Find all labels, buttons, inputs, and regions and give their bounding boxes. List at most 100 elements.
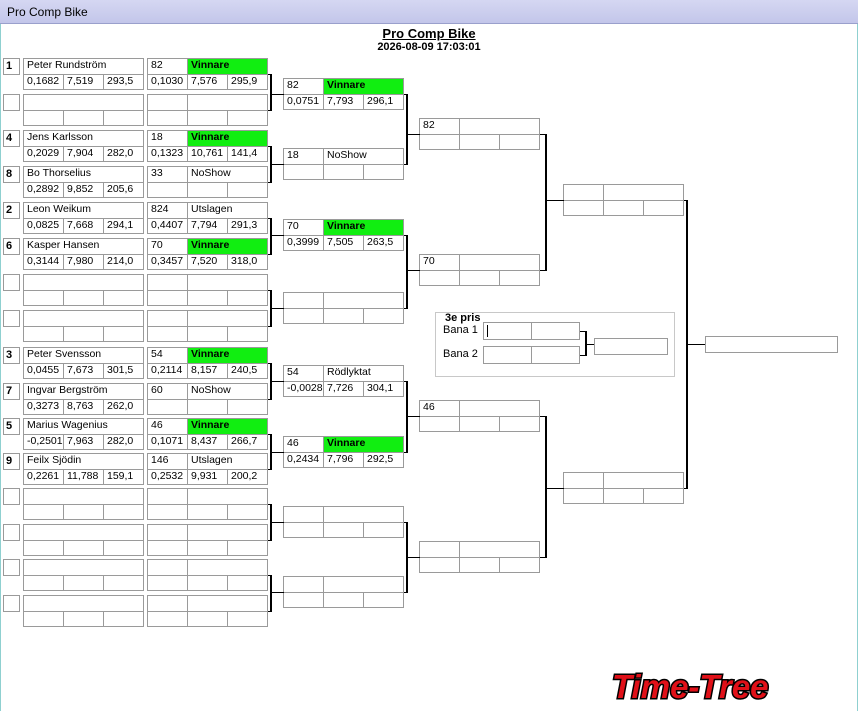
- race-status: [323, 506, 404, 523]
- elapsed-time: [187, 182, 228, 198]
- connector: [268, 74, 271, 75]
- racer-name: [23, 274, 144, 291]
- entry-number: 70: [283, 219, 324, 236]
- seed-box[interactable]: 6: [3, 238, 20, 255]
- reaction-time: 0,1030: [147, 74, 188, 90]
- third-place-result: [594, 338, 668, 355]
- entry-number: [283, 506, 324, 523]
- reaction-time: 0,0751: [283, 94, 324, 110]
- elapsed-time: 7,673: [63, 363, 104, 379]
- connector: [271, 452, 284, 453]
- speed: [227, 575, 268, 591]
- speed: [227, 504, 268, 520]
- elapsed-time: [187, 575, 228, 591]
- race-status: [187, 94, 268, 111]
- seed-box[interactable]: 1: [3, 58, 20, 75]
- seed-box[interactable]: [3, 559, 20, 576]
- reaction-time: [283, 592, 324, 608]
- entry-number: 46: [147, 418, 188, 435]
- elapsed-time: [63, 611, 104, 627]
- elapsed-time: [187, 504, 228, 520]
- empty-cell: [563, 200, 604, 216]
- race-status: Vinnare: [187, 58, 268, 75]
- seed-box[interactable]: 4: [3, 130, 20, 147]
- seed-box[interactable]: 8: [3, 166, 20, 183]
- race-status: Vinnare: [323, 219, 404, 236]
- speed: [103, 611, 144, 627]
- elapsed-time: [187, 399, 228, 415]
- speed: 159,1: [103, 469, 144, 485]
- elapsed-time: 10,761: [187, 146, 228, 162]
- elapsed-time: 7,576: [187, 74, 228, 90]
- seed-box[interactable]: 7: [3, 383, 20, 400]
- speed: [103, 326, 144, 342]
- seed-box[interactable]: [3, 310, 20, 327]
- elapsed-time: 7,505: [323, 235, 364, 251]
- reaction-time: [147, 326, 188, 342]
- elapsed-time: [187, 110, 228, 126]
- race-status: [323, 292, 404, 309]
- reaction-time: [147, 110, 188, 126]
- race-status: [459, 541, 540, 558]
- connector: [540, 134, 546, 135]
- empty-cell: [419, 557, 460, 573]
- connector: [268, 182, 271, 183]
- reaction-time: 0,3144: [23, 254, 64, 270]
- elapsed-time: 9,852: [63, 182, 104, 198]
- elapsed-time: [63, 504, 104, 520]
- reaction-time: 0,2114: [147, 363, 188, 379]
- racer-name: Jens Karlsson: [23, 130, 144, 147]
- entry-number: [147, 488, 188, 505]
- elapsed-time: [323, 308, 364, 324]
- connector: [406, 94, 408, 165]
- seed-box[interactable]: [3, 274, 20, 291]
- elapsed-time: [187, 326, 228, 342]
- elapsed-time: 7,980: [63, 254, 104, 270]
- reaction-time: 0,1071: [147, 434, 188, 450]
- seed-box[interactable]: [3, 595, 20, 612]
- entry-number: 82: [283, 78, 324, 95]
- seed-box[interactable]: [3, 524, 20, 541]
- empty-cell: [563, 488, 604, 504]
- entry-number: [147, 559, 188, 576]
- semi-status: [603, 472, 684, 489]
- third-lane2-status: [531, 346, 580, 364]
- entry-number: [419, 541, 460, 558]
- seed-box[interactable]: 3: [3, 347, 20, 364]
- speed: [227, 326, 268, 342]
- third-lane2-input[interactable]: [483, 346, 532, 364]
- race-status: [187, 559, 268, 576]
- race-status: [459, 118, 540, 135]
- race-status: [459, 400, 540, 417]
- speed: 263,5: [363, 235, 404, 251]
- connector: [268, 326, 271, 327]
- connector: [540, 557, 546, 558]
- speed: 200,2: [227, 469, 268, 485]
- empty-cell: [459, 270, 500, 286]
- seed-box[interactable]: [3, 488, 20, 505]
- empty-cell: [419, 134, 460, 150]
- third-lane1-input[interactable]: [483, 322, 532, 340]
- connector: [546, 488, 564, 489]
- connector: [545, 416, 547, 558]
- connector: [268, 218, 271, 219]
- window-titlebar[interactable]: Pro Comp Bike: [0, 0, 858, 24]
- connector: [407, 270, 420, 271]
- final-winner: [705, 336, 838, 353]
- racer-name: Feilx Sjödin: [23, 453, 144, 470]
- race-status: Vinnare: [187, 418, 268, 435]
- empty-cell: [459, 134, 500, 150]
- seed-box[interactable]: 2: [3, 202, 20, 219]
- speed: [227, 290, 268, 306]
- racer-name: Peter Rundström: [23, 58, 144, 75]
- speed: [103, 110, 144, 126]
- connector: [268, 399, 271, 400]
- speed: [363, 308, 404, 324]
- seed-box[interactable]: 9: [3, 453, 20, 470]
- elapsed-time: 8,157: [187, 363, 228, 379]
- seed-box[interactable]: [3, 94, 20, 111]
- race-status: [323, 576, 404, 593]
- elapsed-time: [187, 290, 228, 306]
- seed-box[interactable]: 5: [3, 418, 20, 435]
- text-cursor: [487, 325, 488, 337]
